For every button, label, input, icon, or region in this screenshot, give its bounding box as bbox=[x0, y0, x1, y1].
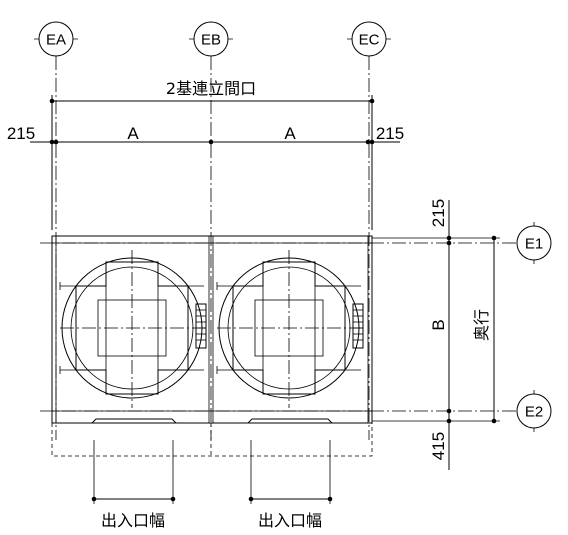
grid-bubble-eb: EB bbox=[189, 21, 233, 57]
overall-width-dimension: 2基連立間口 bbox=[49, 79, 375, 230]
grid-bubble-ec: EC bbox=[347, 21, 391, 57]
turntable-unit-right bbox=[216, 250, 364, 408]
bay-a-right: A bbox=[284, 124, 296, 143]
grid-label-e2: E2 bbox=[525, 404, 543, 421]
bay-a-left: A bbox=[127, 124, 139, 143]
right-edge-offset: 215 bbox=[376, 124, 404, 143]
depth-b: B bbox=[429, 319, 448, 330]
turntable-unit-left bbox=[59, 250, 207, 408]
overall-width-label: 2基連立間口 bbox=[166, 79, 256, 98]
bay-dimension-line: 215 A A 215 bbox=[7, 124, 404, 145]
door-width-left: 出入口幅 bbox=[91, 440, 176, 530]
depth-dimensions: 215 B 415 奥行 bbox=[372, 199, 500, 470]
door-width-left-label: 出入口幅 bbox=[101, 511, 165, 530]
grid-label-eb: EB bbox=[201, 32, 221, 49]
depth-label: 奥行 bbox=[472, 309, 491, 341]
door-width-right-label: 出入口幅 bbox=[258, 511, 322, 530]
grid-label-ec: EC bbox=[359, 32, 380, 49]
bottom-edge-offset: 415 bbox=[429, 432, 448, 460]
vertical-grid-lines bbox=[55, 56, 370, 440]
grid-label-e1: E1 bbox=[525, 236, 543, 253]
grid-bubble-e2: E2 bbox=[516, 390, 552, 432]
top-edge-offset: 215 bbox=[429, 199, 448, 227]
grid-label-ea: EA bbox=[46, 32, 66, 49]
grid-bubble-e1: E1 bbox=[516, 222, 552, 264]
left-edge-offset: 215 bbox=[7, 124, 35, 143]
grid-bubble-ea: EA bbox=[34, 21, 78, 57]
door-width-right: 出入口幅 bbox=[248, 440, 333, 530]
structure-outline bbox=[51, 235, 373, 457]
